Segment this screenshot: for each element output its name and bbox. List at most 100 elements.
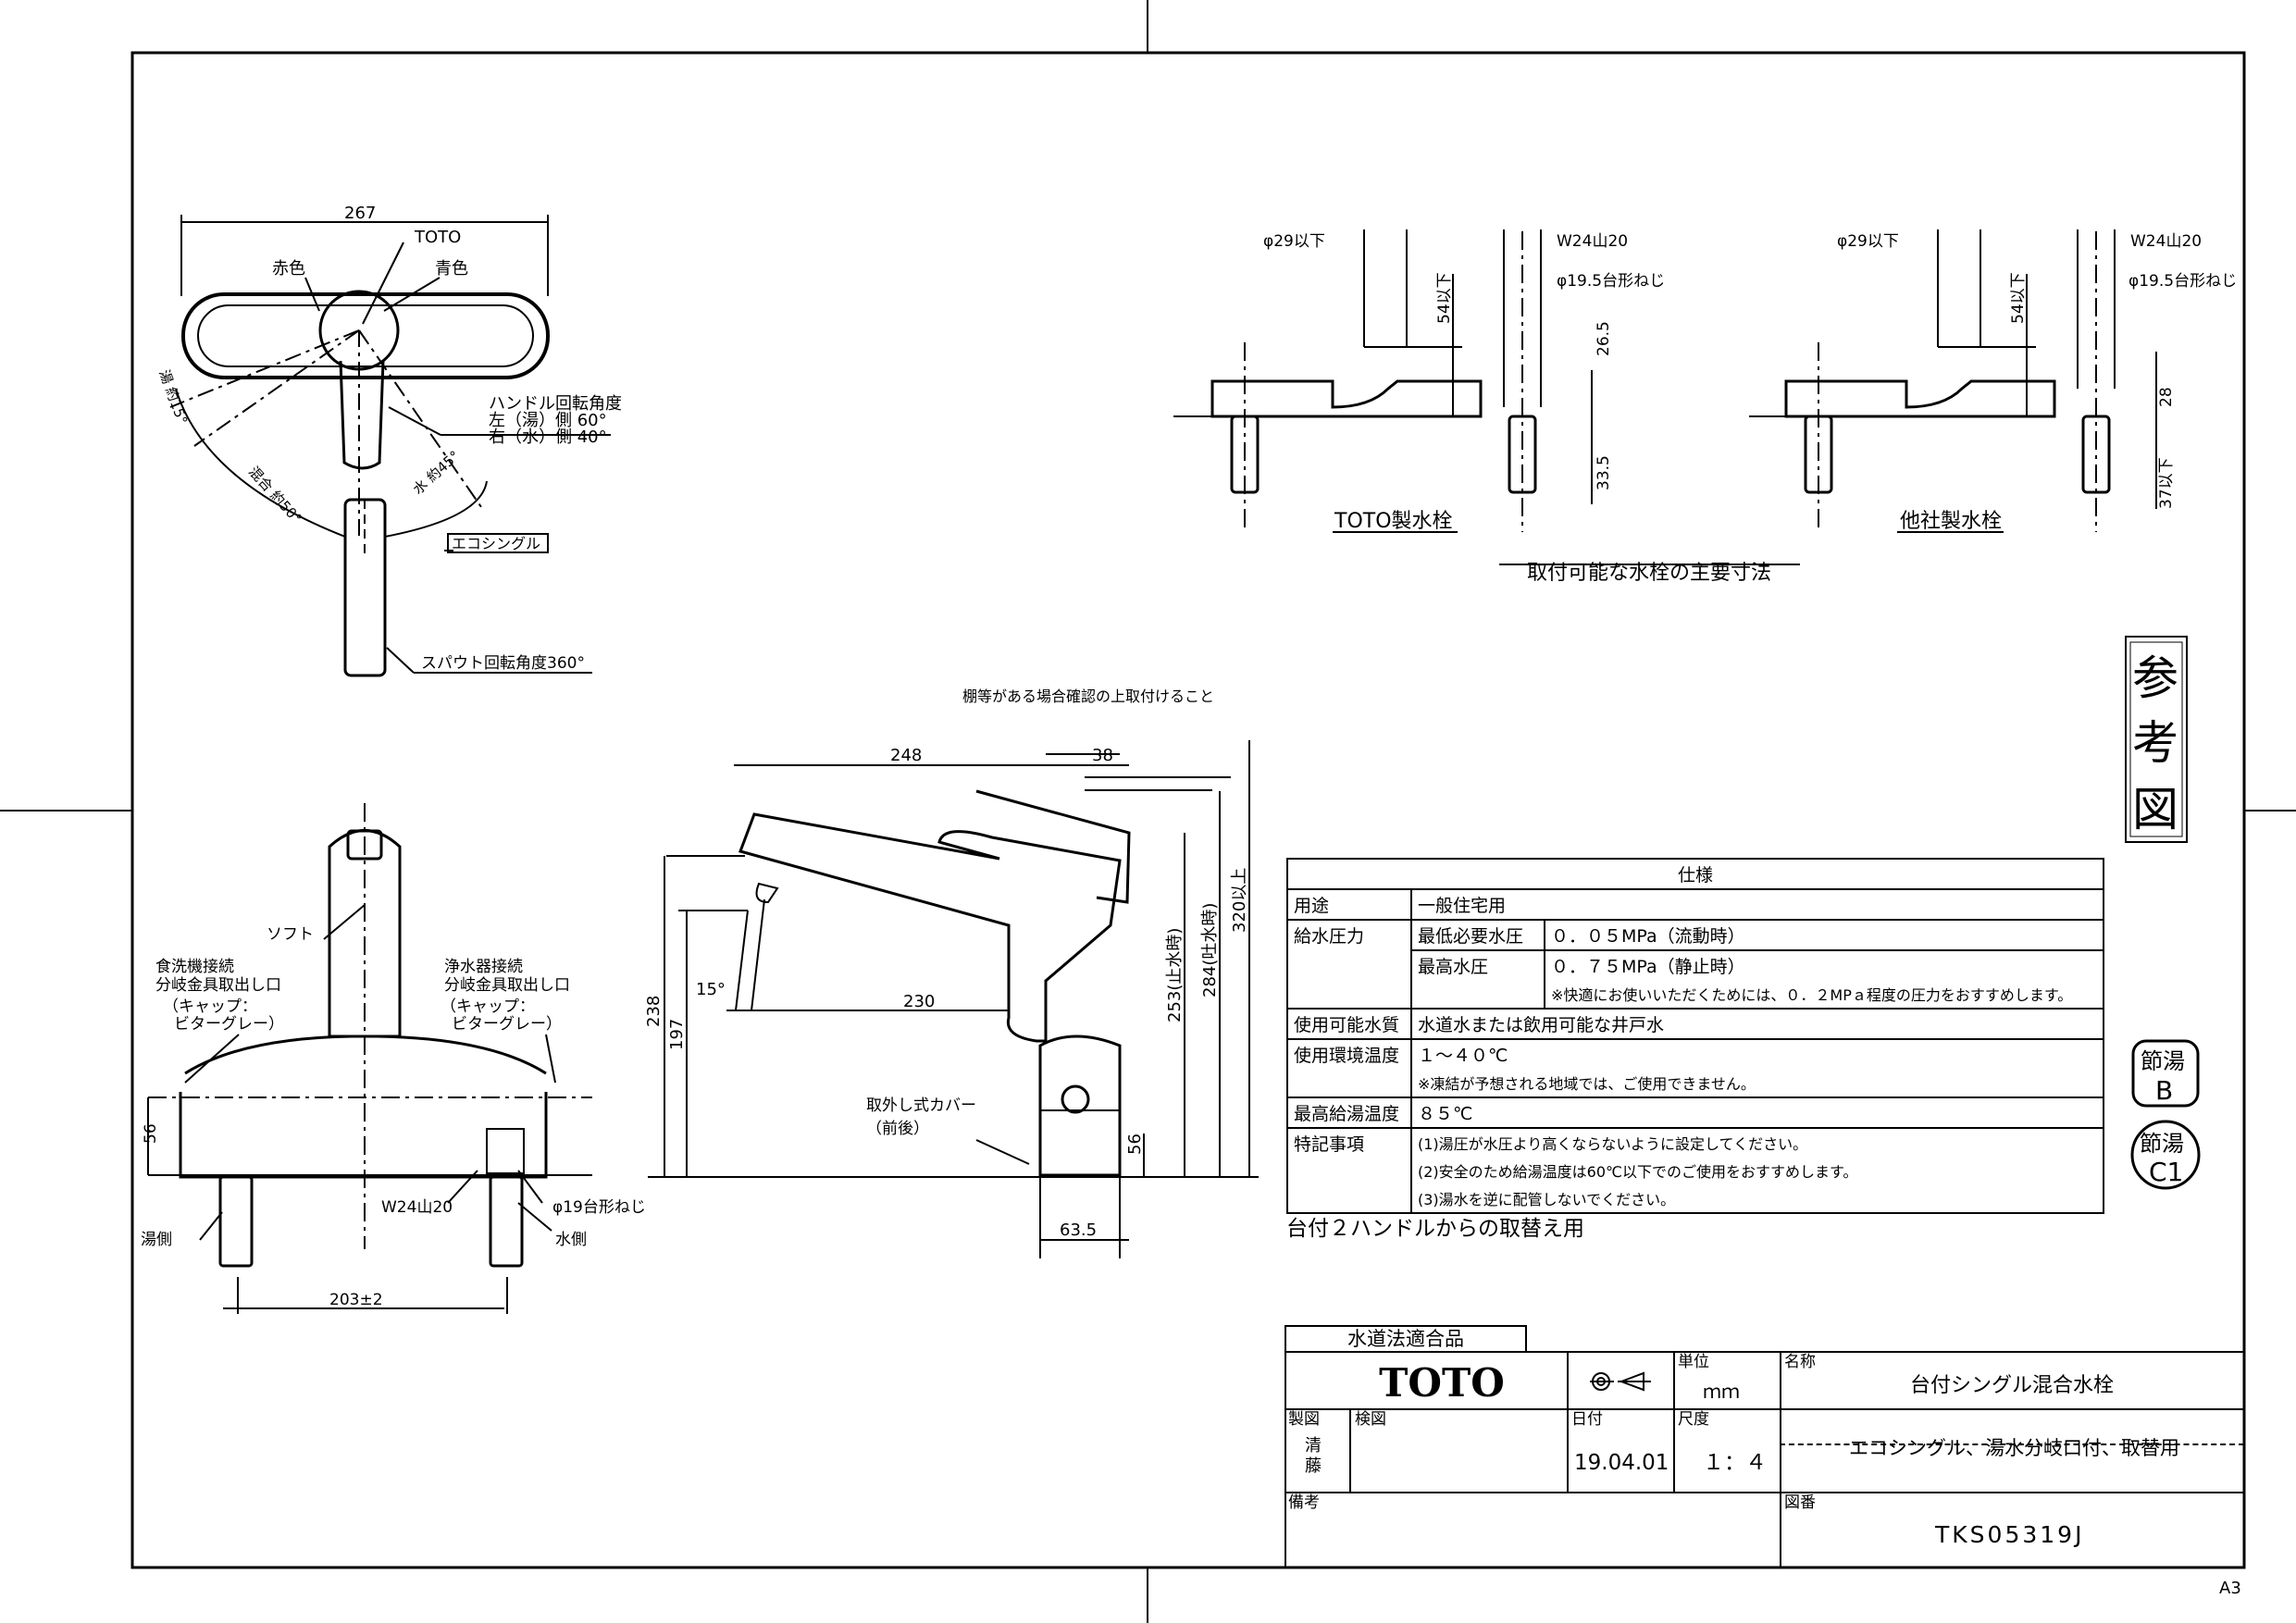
top-width-dim: 267 [344,204,376,223]
side-dim-56: 56 [1125,1134,1145,1155]
spec-temp-value: １～４０℃ [1410,1038,2104,1069]
spec-hot-value: ８５℃ [1410,1096,2104,1129]
purifier-cap1: （キャップ： [441,997,535,1016]
purifier-line2: 分岐金具取出し口 [444,976,570,995]
red-label: 赤色 [272,259,305,279]
front-view [147,803,592,1314]
side-dim-248: 248 [890,746,922,765]
scale-value: １：４ [1703,1451,1767,1475]
top-view [169,215,611,677]
spec-title: 仕様 [1286,858,2104,890]
stamp-char-2: 考 [2132,716,2178,770]
dishwasher-line2: 分岐金具取出し口 [155,976,281,995]
replace-note: 台付２ハンドルからの取替え用 [1286,1217,1584,1241]
reference-stamp: 参 考 図 [2125,636,2188,843]
name-label: 名称 [1784,1353,1816,1371]
side-dim-38: 38 [1092,746,1113,765]
drawing-no-label: 図番 [1784,1493,1816,1512]
spec-notes-label: 特記事項 [1286,1127,1412,1214]
spec-max-label: 最高水圧 [1410,949,1545,1010]
side-dim-15deg: 15° [696,980,726,999]
front-dim-56: 56 [142,1123,160,1144]
drawn-value: 清藤 [1305,1436,1322,1476]
spec-pressure-label: 給水圧力 [1286,919,1412,1010]
handle-angle-title: ハンドル回転角度 [489,394,622,414]
other-d37: 37以下 [2157,457,2176,509]
soft-label: ソフト [267,925,314,944]
side-dim-284: 284(吐水時) [1200,903,1220,997]
handle-angle-left: 左（湯）側 60° [489,411,607,430]
water-side-label: 水側 [555,1231,587,1249]
badge-b-top: 節湯 [2141,1048,2185,1074]
other-d54: 54以下 [2009,272,2028,324]
side-dim-238: 238 [644,996,664,1027]
side-dim-320: 320以上 [1230,868,1249,933]
dishwasher-title: 食洗機接続 [155,958,234,976]
spec-max-value: ０．７５MPa（静止時） [1544,949,2104,980]
badge-b-bottom: B [2155,1075,2173,1106]
dishwasher-cap2: ビターグレー） [174,1015,284,1034]
purifier-title: 浄水器接続 [444,958,523,976]
purifier-cap2: ビターグレー） [452,1015,562,1034]
unit-label: 単位 [1678,1353,1709,1371]
drawing-no-value: TKS05319J [1935,1521,2085,1548]
shelf-note: 棚等がある場合確認の上取付けること [962,688,1214,705]
scale-label: 尺度 [1678,1410,1709,1429]
dishwasher-cap1: （キャップ： [163,997,257,1016]
pitch-dim: 203±2 [329,1291,383,1309]
stamp-char-1: 参 [2132,651,2178,705]
spec-water-label: 使用可能水質 [1286,1008,1412,1040]
spec-note-2: (2)安全のため給湯温度は60℃以下でのご使用をおすすめします。 [1410,1157,2104,1184]
water-saving-badge-b: 節湯 B [2131,1039,2200,1108]
other-phi19-5: φ19.5台形ねじ [2128,272,2237,291]
faucet-dims-caption: 取付可能な水栓の主要寸法 [1527,562,1771,585]
handle-angle-right: 右（水）側 40° [489,427,607,447]
toto-d33-5: 33.5 [1595,455,1613,490]
cover-label-1: 取外し式カバー [866,1096,976,1115]
toto-phi29: φ29以下 [1263,232,1325,251]
spec-min-value: ０．０５MPa（流動時） [1544,919,2104,951]
side-dim-230: 230 [903,992,935,1011]
spec-use-label: 用途 [1286,888,1412,921]
toto-d54: 54以下 [1435,272,1454,324]
date-label: 日付 [1571,1410,1603,1429]
badge-c1-bottom: C1 [2149,1157,2183,1187]
other-w24: W24山20 [2130,232,2202,251]
side-dim-63-5: 63.5 [1060,1220,1097,1240]
badge-c1-top: 節湯 [2140,1131,2184,1157]
spec-temp-label: 使用環境温度 [1286,1038,1412,1098]
water-saving-badge-c1: 節湯 C1 [2130,1120,2201,1190]
spec-use-value: 一般住宅用 [1410,888,2104,921]
spec-note-3: (3)湯水を逆に配管しないでください。 [1410,1184,2104,1214]
hot-side-label: 湯側 [141,1231,172,1249]
faucet-dimension-details [1173,229,2157,565]
side-view [648,740,1259,1258]
spec-hot-label: 最高給湯温度 [1286,1096,1412,1129]
checked-label: 検図 [1355,1410,1386,1429]
blue-label: 青色 [435,259,468,279]
spec-pressure-note: ※快適にお使いいただくためには、０．２MPａ程度の圧力をおすすめします。 [1544,980,2104,1010]
cover-label-2: （前後） [866,1120,929,1138]
spec-min-label: 最低必要水圧 [1410,919,1545,951]
toto-phi19-5: φ19.5台形ねじ [1557,272,1665,291]
toto-faucet-label: TOTO製水栓 [1334,510,1453,533]
toto-w24: W24山20 [1557,232,1628,251]
spec-temp-note: ※凍結が予想される地域では、ご使用できません。 [1410,1069,2104,1098]
date-value: 19.04.01 [1574,1451,1669,1475]
unit-value: ｍｍ [1703,1381,1740,1403]
spec-water-value: 水道水または飲用可能な井戸水 [1410,1008,2104,1040]
top-brand-label: TOTO [414,228,461,247]
side-dim-197: 197 [667,1019,687,1050]
water-law-label: 水道法適合品 [1285,1325,1527,1353]
name-value: 台付シングル混合水栓 [1910,1374,2115,1397]
eco-single-label: エコシングル [452,535,540,552]
description-value: エコシングル、湯水分岐口付、取替用 [1849,1437,2179,1459]
other-phi29: φ29以下 [1837,232,1899,251]
spec-note-1: (1)湯圧が水圧より高くならないように設定してください。 [1410,1127,2104,1157]
drawn-label: 製図 [1288,1410,1320,1429]
paper-size: A3 [2219,1579,2241,1598]
side-dim-253: 253(止水時) [1165,928,1185,1022]
